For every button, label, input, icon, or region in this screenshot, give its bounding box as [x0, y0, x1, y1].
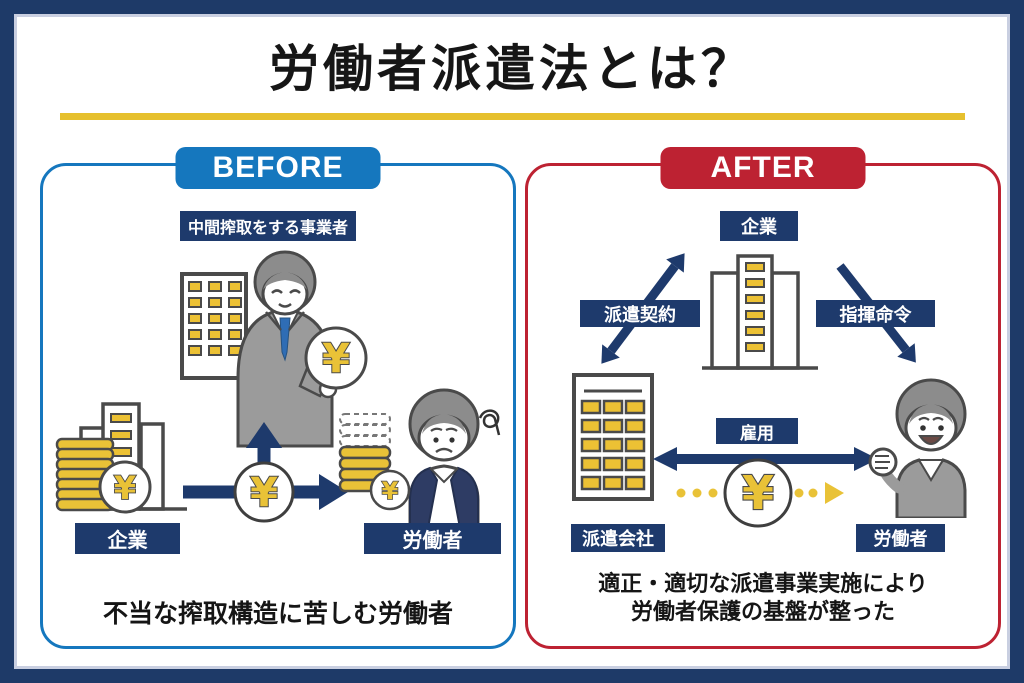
worker-label: 労働者 — [364, 523, 501, 554]
middleman-illustration: ¥ — [180, 250, 368, 448]
worried-worker-icon — [408, 388, 480, 528]
yen-symbol: ¥ — [250, 470, 278, 516]
company-illustration: ¥ — [55, 402, 187, 514]
after-caption-line1: 適正・適切な派遣事業実施により — [598, 572, 928, 597]
payment-dotted-arrow-icon: ¥ — [676, 458, 844, 528]
company-label: 企業 — [720, 211, 798, 241]
content-area: 労働者派遣法とは？ BEFORE 中間搾取をする事業者 — [14, 14, 1010, 669]
arrow-right-icon — [183, 474, 348, 510]
yen-badge-icon: ¥ — [369, 469, 411, 511]
company-label: 企業 — [75, 523, 180, 554]
worried-worker-illustration: ¥ — [338, 388, 501, 528]
yen-symbol: ¥ — [114, 469, 136, 507]
before-panel: BEFORE 中間搾取をする事業者 — [40, 147, 516, 649]
worker-label: 労働者 — [856, 524, 945, 552]
before-badge: BEFORE — [175, 147, 381, 189]
page-title: 労働者派遣法とは？ — [269, 40, 755, 98]
middleman-label: 中間搾取をする事業者 — [180, 211, 356, 241]
yen-symbol: ¥ — [742, 466, 774, 520]
after-caption-line2: 労働者保護の基盤が整った — [630, 600, 895, 625]
title-underline — [60, 113, 965, 120]
office-building-icon — [702, 254, 818, 370]
arrow-up-icon — [246, 422, 282, 464]
before-caption: 不当な搾取構造に苦しむ労働者 — [102, 599, 453, 628]
after-panel: AFTER 企業 派遣契約 指揮命令 — [525, 147, 1001, 649]
reduced-coin-stack-icon — [338, 413, 392, 493]
yen-coin-icon: ¥ — [304, 326, 368, 390]
building-icon — [180, 272, 248, 380]
yen-badge-icon: ¥ — [98, 460, 152, 514]
dispatch-company-label: 派遣会社 — [571, 524, 665, 552]
employment-arrow-icon — [653, 447, 878, 471]
after-caption: 適正・適切な派遣事業実施により 労働者保護の基盤が整った — [528, 571, 998, 627]
happy-worker-icon — [868, 378, 967, 518]
command-label: 指揮命令 — [816, 300, 935, 327]
dispatch-contract-label: 派遣契約 — [580, 300, 700, 327]
dispatch-company-building-icon — [572, 373, 654, 501]
yen-coin-icon: ¥ — [723, 458, 793, 528]
happy-worker-illustration — [868, 378, 967, 518]
stress-squiggle-icon — [478, 409, 501, 436]
money-flow-arrows: ¥ — [183, 422, 348, 523]
dotted-line — [676, 482, 844, 504]
yen-symbol: ¥ — [322, 336, 350, 382]
after-badge: AFTER — [660, 147, 866, 189]
yen-coin-icon: ¥ — [233, 461, 295, 523]
employment-label: 雇用 — [716, 418, 798, 444]
yen-symbol: ¥ — [382, 477, 399, 505]
